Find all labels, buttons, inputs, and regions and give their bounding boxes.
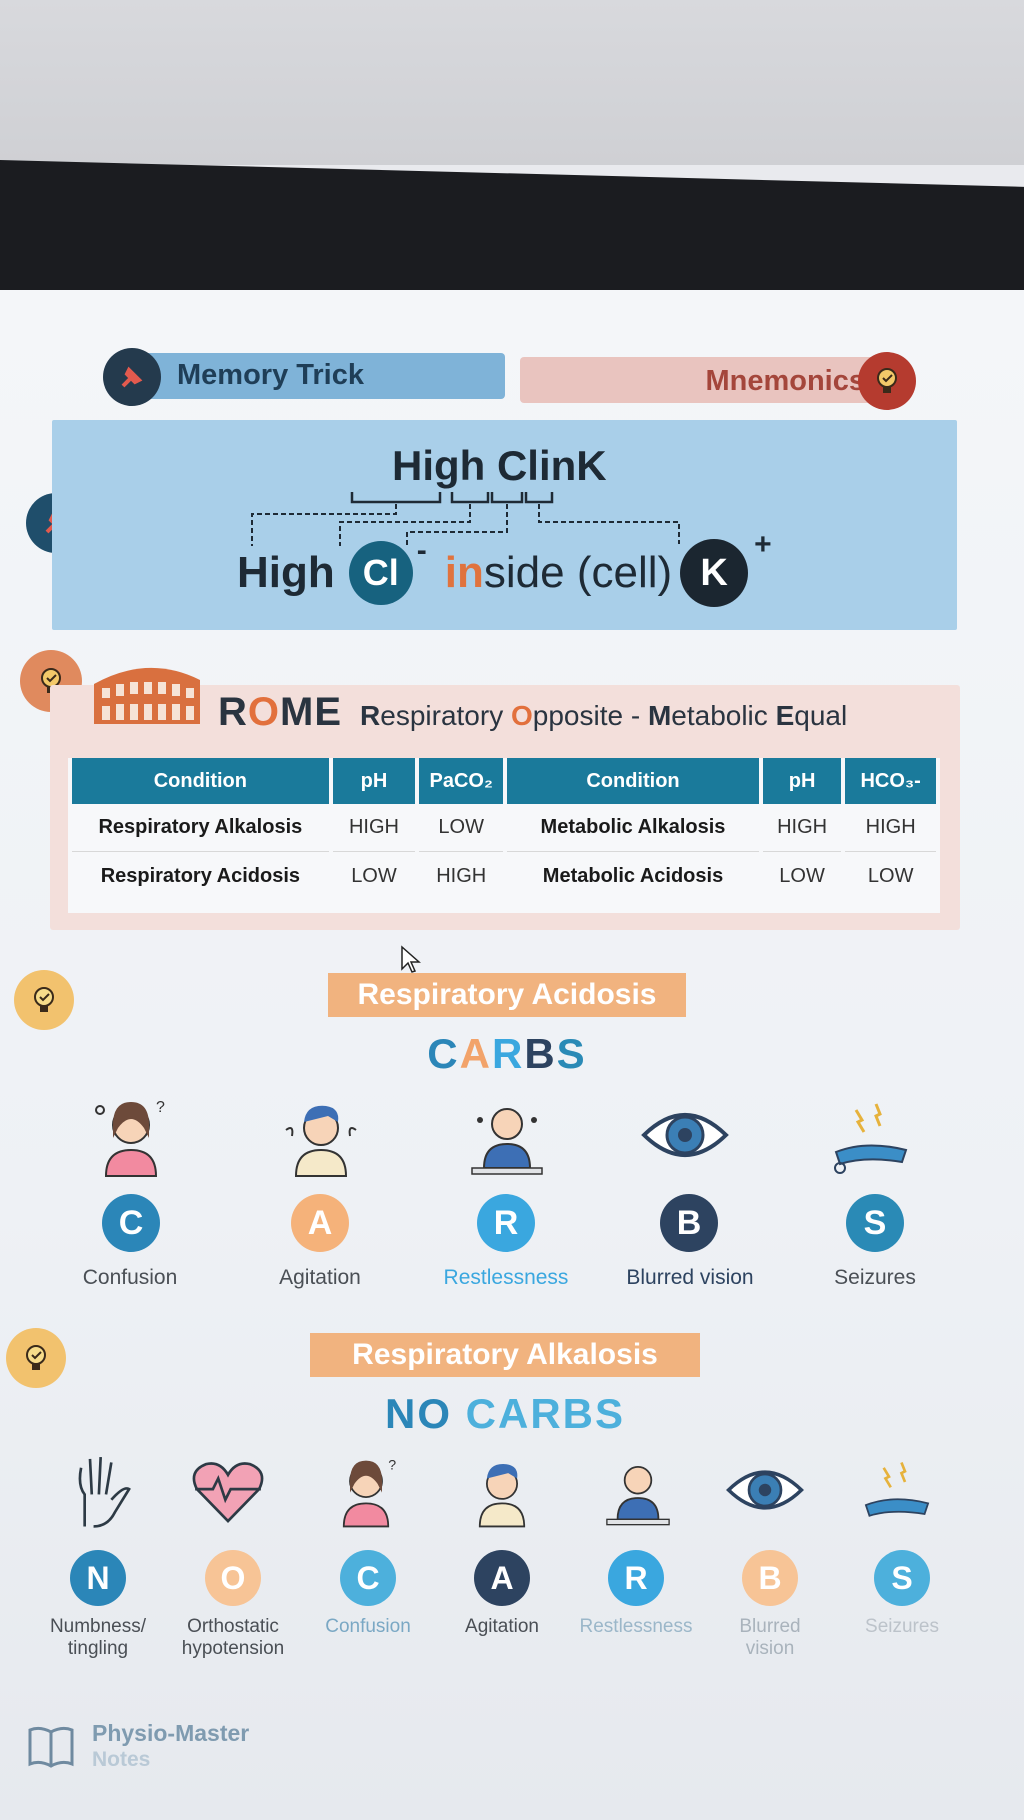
eye-icon xyxy=(641,1113,729,1157)
lightbulb-icon xyxy=(6,1328,66,1388)
document-page: Memory Trick Mnemonics High ClinK High C… xyxy=(0,290,1024,1820)
header-ph: pH xyxy=(332,758,416,804)
acidosis-banner: Respiratory Acidosis xyxy=(328,973,686,1017)
letter-badge-c: C xyxy=(340,1550,396,1606)
bracket-lines xyxy=(251,492,680,546)
acidosis-items: C Confusion A Agitation R Restlessness B… xyxy=(0,1190,1024,1310)
table-cell: LOW xyxy=(419,804,504,852)
table-row: Respiratory Acidosis LOW HIGH Metabolic … xyxy=(72,852,936,900)
header-hco3: HCO₃- xyxy=(845,758,936,804)
chloride-badge: Cl xyxy=(348,541,413,605)
pin-icon xyxy=(103,348,161,406)
letter-badge-r: R xyxy=(608,1550,664,1606)
header-condition: Condition xyxy=(72,758,329,804)
restless-man-icon xyxy=(471,1108,543,1175)
letter-badge-s: S xyxy=(846,1194,904,1252)
alkalosis-acronym: NO CARBS xyxy=(384,1390,625,1437)
mouse-cursor-icon xyxy=(401,945,421,973)
symptom-label: Blurred vision xyxy=(626,1266,754,1289)
colosseum-icon xyxy=(94,667,200,724)
clink-title: High ClinK xyxy=(392,442,607,489)
table-cell: Respiratory Alkalosis xyxy=(72,804,329,852)
word-high: High xyxy=(237,548,335,597)
mnemonics-bar: Mnemonics xyxy=(520,357,885,403)
letter-badge-b: B xyxy=(742,1550,798,1606)
mnemonics-label: Mnemonics xyxy=(705,365,865,397)
acidosis-acronym: CARBS xyxy=(427,1030,587,1077)
clink-expansion: High Cl - in side (cell) K + xyxy=(237,528,772,608)
brand-name: Physio-Master xyxy=(92,1720,250,1746)
symptom-label: Seizures xyxy=(865,1616,939,1637)
symptom-label: Seizures xyxy=(834,1266,916,1289)
lightbulb-icon xyxy=(858,352,916,410)
clink-box: High ClinK High Cl - in side (cell) K + xyxy=(52,420,957,630)
symptom-label: Confusion xyxy=(325,1616,411,1637)
heart-pulse-icon xyxy=(192,1462,264,1524)
seizure-icon xyxy=(834,1103,908,1174)
rome-table: Condition pH PaCO₂ Condition pH HCO₃- Re… xyxy=(68,758,940,900)
brand-subtitle: Notes xyxy=(92,1748,151,1771)
letter-badge-r: R xyxy=(477,1194,535,1252)
book-icon xyxy=(28,1726,74,1768)
rome-heading: ROME Respiratory Opposite - Metabolic Eq… xyxy=(218,690,847,735)
confused-woman-icon: ? xyxy=(342,1458,396,1528)
agitated-man-icon xyxy=(285,1105,357,1177)
potassium-badge: K xyxy=(680,539,749,607)
agitated-man-icon xyxy=(478,1464,526,1528)
symptom-label: Confusion xyxy=(82,1266,178,1289)
table-cell: HIGH xyxy=(436,864,487,887)
letter-badge-a: A xyxy=(474,1550,530,1606)
symptom-label: Restlessness xyxy=(579,1616,693,1637)
table-row: Respiratory Alkalosis HIGH LOW Metabolic… xyxy=(72,804,936,852)
header-ph: pH xyxy=(762,758,842,804)
hand-tingling-icon xyxy=(78,1457,131,1528)
word-side-cell: side (cell) xyxy=(483,548,673,597)
memory-trick-label: Memory Trick xyxy=(177,359,364,391)
table-cell: HIGH xyxy=(845,804,936,852)
symptom-label: Agitation xyxy=(279,1266,361,1289)
alkalosis-banner: Respiratory Alkalosis xyxy=(310,1333,700,1377)
word-in: in xyxy=(444,548,484,597)
letter-badge-a: A xyxy=(291,1194,349,1252)
background-wall xyxy=(0,0,1024,165)
letter-badge-n: N xyxy=(70,1550,126,1606)
confused-woman-icon: ? xyxy=(95,1099,165,1177)
letter-badge-c: C xyxy=(102,1194,160,1252)
table-cell: Metabolic Alkalosis xyxy=(507,804,759,852)
table-cell: HIGH xyxy=(762,804,842,852)
letter-badge-b: B xyxy=(660,1194,718,1252)
seizure-icon xyxy=(864,1461,930,1517)
table-cell: LOW xyxy=(351,864,397,887)
table-cell: Metabolic Acidosis xyxy=(542,864,724,887)
memory-trick-bar: Memory Trick xyxy=(140,353,505,399)
header-condition: Condition xyxy=(507,758,759,804)
rome-table-wrap: Condition pH PaCO₂ Condition pH HCO₃- Re… xyxy=(68,758,940,913)
symptom-label: Agitation xyxy=(465,1616,539,1637)
table-cell: HIGH xyxy=(332,804,416,852)
rome-title: ROME xyxy=(218,690,343,734)
symptom-label: Restlessness xyxy=(443,1266,569,1289)
table-cell: Respiratory Acidosis xyxy=(100,864,301,887)
symptom-label: Numbness/tingling xyxy=(49,1616,147,1659)
chloride-charge: - xyxy=(416,534,427,567)
letter-badge-o: O xyxy=(205,1550,261,1606)
svg-text:?: ? xyxy=(156,1099,165,1116)
table-cell: LOW xyxy=(867,864,914,887)
potassium-charge: + xyxy=(754,528,772,561)
lightbulb-icon xyxy=(14,970,74,1030)
eye-icon xyxy=(726,1470,804,1510)
restless-man-icon xyxy=(606,1466,670,1526)
rome-expansion: Respiratory Opposite - Metabolic Equal xyxy=(360,700,848,731)
table-cell: LOW xyxy=(779,864,825,887)
letter-badge-s: S xyxy=(874,1550,930,1606)
header-paco2: PaCO₂ xyxy=(419,758,504,804)
svg-text:?: ? xyxy=(388,1458,396,1474)
